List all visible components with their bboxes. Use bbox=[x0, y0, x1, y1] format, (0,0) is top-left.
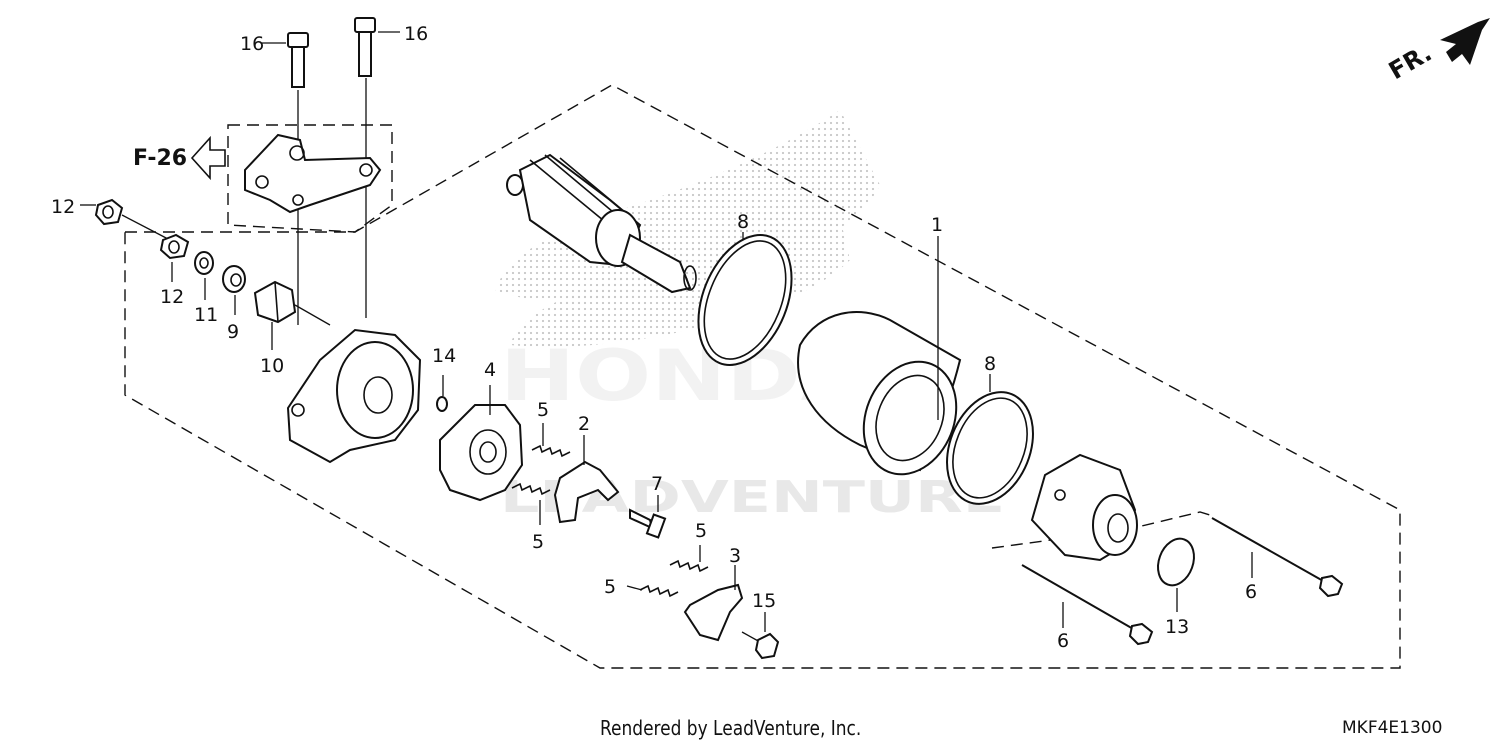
callout-3: 3 bbox=[729, 545, 741, 567]
callout-9: 9 bbox=[227, 321, 239, 343]
nut-12-top bbox=[94, 198, 124, 226]
callout-8-upper: 8 bbox=[737, 211, 749, 233]
brush-3 bbox=[683, 583, 744, 642]
callout-5-b: 5 bbox=[532, 531, 544, 553]
motor-yoke bbox=[797, 311, 962, 476]
callout-16-left: 16 bbox=[240, 33, 264, 55]
spring-5-c bbox=[669, 559, 709, 573]
o-ring-8-lower bbox=[946, 391, 1034, 505]
callout-5-d: 5 bbox=[604, 576, 616, 598]
armature bbox=[506, 153, 697, 294]
spring-5-a bbox=[531, 444, 571, 458]
front-direction-indicator: FR. bbox=[1384, 18, 1490, 85]
diagram-code: MKF4E1300 bbox=[1342, 718, 1443, 738]
hollow-arrow-left-icon bbox=[190, 135, 226, 181]
callout-5-a: 5 bbox=[537, 399, 549, 421]
callout-15: 15 bbox=[752, 590, 776, 612]
o-ring-14 bbox=[436, 396, 448, 412]
screw-15 bbox=[741, 631, 780, 660]
front-cover bbox=[286, 328, 422, 464]
callout-5-c: 5 bbox=[695, 520, 707, 542]
callout-6-upper: 6 bbox=[1245, 581, 1257, 603]
callout-14: 14 bbox=[432, 345, 456, 367]
o-ring-8-lower-inner bbox=[952, 397, 1028, 499]
through-bolt-6-lower bbox=[1021, 564, 1154, 646]
callout-1: 1 bbox=[931, 214, 943, 236]
reference-arrow: F-26 bbox=[133, 135, 226, 181]
through-bolt-6-upper bbox=[1211, 517, 1344, 598]
terminal-insulator-10 bbox=[253, 280, 297, 324]
starter-assembly-outline bbox=[124, 84, 1401, 669]
callout-4: 4 bbox=[484, 359, 496, 381]
brush-terminal-2 bbox=[553, 460, 620, 524]
terminal-bolt-7 bbox=[629, 508, 667, 539]
washer-11 bbox=[194, 251, 214, 275]
callout-12-top: 12 bbox=[51, 196, 75, 218]
callout-8-lower: 8 bbox=[984, 353, 996, 375]
rear-cover bbox=[1030, 453, 1138, 562]
bolt-16-left bbox=[287, 32, 309, 325]
callout-2: 2 bbox=[578, 413, 590, 435]
spring-5-b bbox=[511, 482, 551, 496]
callout-13: 13 bbox=[1165, 616, 1189, 638]
front-arrow-icon bbox=[1440, 18, 1490, 65]
callout-16-right: 16 bbox=[404, 23, 428, 45]
callout-7: 7 bbox=[651, 473, 663, 495]
callout-6-lower: 6 bbox=[1057, 630, 1069, 652]
bolt-16-right bbox=[354, 17, 376, 318]
front-direction-label: FR. bbox=[1384, 39, 1436, 85]
reference-label: F-26 bbox=[133, 146, 187, 171]
callout-10: 10 bbox=[260, 355, 284, 377]
bushing-9 bbox=[222, 265, 246, 293]
mounting-bracket bbox=[244, 133, 382, 214]
callout-12-lower: 12 bbox=[160, 286, 184, 308]
bracket-outline bbox=[227, 124, 393, 233]
spring-5-d bbox=[639, 584, 679, 598]
callout-11: 11 bbox=[194, 304, 218, 326]
o-ring-13 bbox=[1157, 537, 1195, 587]
nut-12-lower bbox=[159, 233, 190, 260]
o-ring-8-upper-inner bbox=[703, 240, 787, 360]
footer-credit: Rendered by LeadVenture, Inc. bbox=[600, 716, 862, 740]
